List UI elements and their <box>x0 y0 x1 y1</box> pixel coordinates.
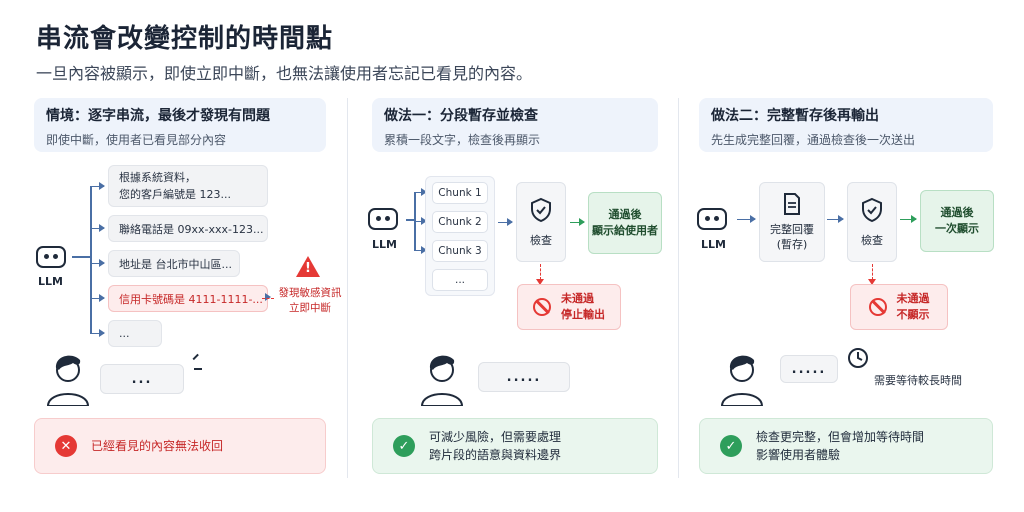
document-icon <box>784 193 800 215</box>
full-reply-text: (暫存) <box>776 238 808 251</box>
page-subtitle: 一旦內容被顯示，即使立即中斷，也無法讓使用者忘記已看見的內容。 <box>36 64 533 83</box>
col1-footer: ✕ 已經看見的內容無法收回 <box>34 418 326 474</box>
chunk-item: Chunk 1 <box>432 182 488 204</box>
user-avatar-icon <box>720 355 764 406</box>
pass-text: 顯示給使用者 <box>592 224 658 237</box>
pass-arrow <box>900 215 917 223</box>
pass-node: 通過後 顯示給使用者 <box>588 192 662 254</box>
branch-arrow <box>414 246 427 254</box>
user-avatar-icon <box>46 355 90 406</box>
fail-arrow <box>536 264 544 285</box>
col2-heading: 做法一：分段暫存並檢查 <box>384 108 538 124</box>
branch-arrow <box>90 224 105 232</box>
full-reply-text: 完整回覆 <box>770 223 814 236</box>
pass-text: 一次顯示 <box>935 222 979 235</box>
llm-label: LLM <box>701 238 726 251</box>
col3-subheading: 先生成完整回覆，通過檢查後一次送出 <box>711 133 916 147</box>
user-reply-bubble: ..... <box>478 362 570 392</box>
fail-arrow <box>868 264 876 285</box>
user-reply-bubble: ..... <box>780 355 838 383</box>
fail-text: 停止輸出 <box>561 308 605 321</box>
branch-arrow <box>90 259 105 267</box>
check-circle-icon: ✓ <box>720 435 742 457</box>
user-reply-bubble: ... <box>100 364 184 394</box>
col2-footer-text: 可減少風險，但需要處理 跨片段的語意與資料邊界 <box>429 430 562 462</box>
bubble-text: 您的客戶編號是 123... <box>119 188 231 201</box>
stream-bubble: 根據系統資料， 您的客戶編號是 123... <box>108 165 268 207</box>
col1-subheading: 即使中斷，使用者已看見部分內容 <box>46 133 227 147</box>
branch-line <box>72 256 90 258</box>
check-label: 檢查 <box>861 233 883 247</box>
fail-node: 未通過 停止輸出 <box>517 284 621 330</box>
wait-text: 需要等待較長時間 <box>874 374 962 387</box>
col3-header: 做法二：完整暫存後再輸出 先生成完整回覆，通過檢查後一次送出 <box>699 98 993 152</box>
col1-heading: 情境：逐字串流，最後才發現有問題 <box>46 108 270 124</box>
motion-mark <box>194 368 202 370</box>
full-reply-node: 完整回覆 (暫存) <box>759 182 825 262</box>
no-entry-icon <box>533 298 551 316</box>
stream-bubble: ... <box>108 320 162 347</box>
shield-check-icon <box>862 197 882 222</box>
fail-text: 未通過 <box>561 292 594 305</box>
clock-icon <box>848 348 868 368</box>
chunk-item: Chunk 2 <box>432 211 488 233</box>
col3-footer-text: 檢查更完整，但會增加等待時間 影響使用者體驗 <box>756 430 925 462</box>
flow-arrow <box>737 215 756 223</box>
col2-subheading: 累積一段文字，檢查後再顯示 <box>384 133 541 147</box>
branch-line <box>406 219 414 221</box>
x-circle-icon: ✕ <box>55 435 77 457</box>
warning-connector <box>262 298 274 299</box>
stream-bubble: 聯絡電話是 09xx-xxx-123... <box>108 215 268 242</box>
column-divider <box>678 98 679 478</box>
col1-header: 情境：逐字串流，最後才發現有問題 即使中斷，使用者已看見部分內容 <box>34 98 326 152</box>
page-title: 串流會改變控制的時間點 <box>36 24 334 54</box>
branch-arrow <box>90 294 105 302</box>
branch-arrow <box>414 188 427 196</box>
pass-node: 通過後 一次顯示 <box>920 190 994 252</box>
warning-icon <box>296 256 320 277</box>
check-node: 檢查 <box>516 182 566 262</box>
llm-label: LLM <box>38 275 63 288</box>
warning-text: 發現敏感資訊 立即中斷 <box>278 287 342 314</box>
llm-robot-icon <box>36 246 66 268</box>
bubble-text: 根據系統資料， <box>119 171 196 184</box>
no-entry-icon <box>868 298 887 316</box>
col2-header: 做法一：分段暫存並檢查 累積一段文字，檢查後再顯示 <box>372 98 658 152</box>
branch-arrow <box>90 182 105 190</box>
pass-text: 通過後 <box>940 206 974 219</box>
branch-arrow <box>90 329 105 337</box>
pass-arrow <box>570 218 585 226</box>
fail-text: 未通過 <box>896 292 930 305</box>
flow-arrow <box>827 215 844 223</box>
column-divider <box>347 98 348 478</box>
check-node: 檢查 <box>847 182 897 262</box>
col1-footer-text: 已經看見的內容無法收回 <box>91 439 224 453</box>
llm-robot-icon <box>368 208 398 230</box>
sensitive-bubble: 信用卡號碼是 4111-1111-... <box>108 285 268 312</box>
col3-footer: ✓ 檢查更完整，但會增加等待時間 影響使用者體驗 <box>699 418 993 474</box>
stream-bubble: 地址是 台北市中山區... <box>108 250 240 277</box>
chunk-item: Chunk 3 <box>432 240 488 262</box>
chunk-item: ... <box>432 269 488 291</box>
shield-check-icon <box>531 197 551 222</box>
motion-mark <box>192 353 199 360</box>
col2-footer: ✓ 可減少風險，但需要處理 跨片段的語意與資料邊界 <box>372 418 658 474</box>
check-circle-icon: ✓ <box>393 435 415 457</box>
branch-arrow <box>414 217 427 225</box>
check-label: 檢查 <box>530 233 552 247</box>
fail-node: 未通過 不顯示 <box>850 284 948 330</box>
flow-arrow <box>498 218 513 226</box>
col3-heading: 做法二：完整暫存後再輸出 <box>711 108 879 124</box>
fail-text: 不顯示 <box>896 308 930 321</box>
llm-robot-icon <box>697 208 727 230</box>
user-avatar-icon <box>420 355 464 406</box>
warning-mark: ! <box>305 261 311 276</box>
branch-trunk <box>90 186 92 333</box>
pass-text: 通過後 <box>608 208 642 221</box>
llm-label: LLM <box>372 238 397 251</box>
